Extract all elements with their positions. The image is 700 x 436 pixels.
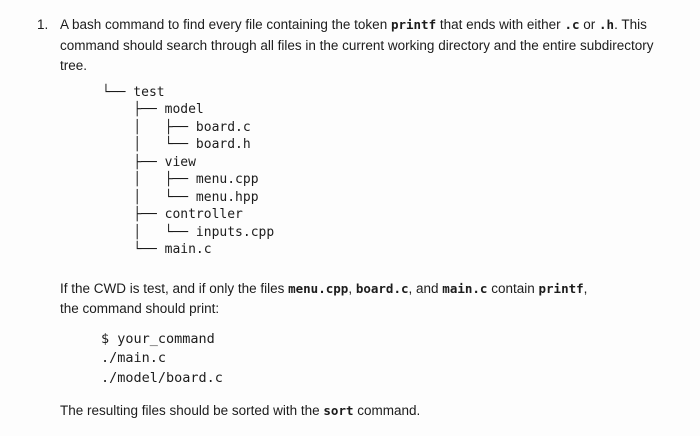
example-terminal-output: $ your_command ./main.c ./model/board.c bbox=[101, 330, 223, 386]
inline-code-token: .h bbox=[599, 17, 615, 32]
text-segment: , and bbox=[408, 280, 443, 296]
inline-code-token: main.c bbox=[442, 280, 488, 296]
question-intro-paragraph: 1. A bash command to find every file con… bbox=[37, 15, 680, 77]
inline-code-token: .c bbox=[564, 17, 580, 32]
question-intro-text: A bash command to find every file contai… bbox=[60, 15, 654, 77]
text-segment: A bash command to find every file contai… bbox=[60, 17, 391, 32]
text-segment: command. bbox=[353, 403, 421, 418]
text-segment: The resulting files should be sorted wit… bbox=[60, 403, 324, 418]
footer-paragraph: The resulting files should be sorted wit… bbox=[60, 401, 675, 422]
inline-code-token: sort bbox=[323, 403, 354, 418]
inline-code-token: printf bbox=[390, 17, 437, 32]
question-number: 1. bbox=[37, 17, 49, 32]
inline-code-token: board.c bbox=[355, 280, 409, 296]
text-segment: , bbox=[348, 280, 356, 296]
text-segment: . This command should search through all… bbox=[60, 17, 654, 73]
condition-paragraph: If the CWD is test, and if only the file… bbox=[60, 279, 675, 320]
inline-code-token: menu.cpp bbox=[288, 280, 349, 296]
inline-code-token: printf bbox=[538, 280, 584, 296]
text-segment: contain bbox=[487, 280, 539, 296]
file-tree: └── test ├── model │ ├── board.c │ └── b… bbox=[102, 84, 275, 258]
text-segment: If the CWD is test, and if only the file… bbox=[60, 280, 289, 296]
text-segment: that ends with either bbox=[436, 17, 565, 32]
text-segment: or bbox=[579, 17, 600, 32]
text-segment: , the command should print: bbox=[60, 280, 588, 317]
question-document: 1. A bash command to find every file con… bbox=[37, 15, 680, 422]
